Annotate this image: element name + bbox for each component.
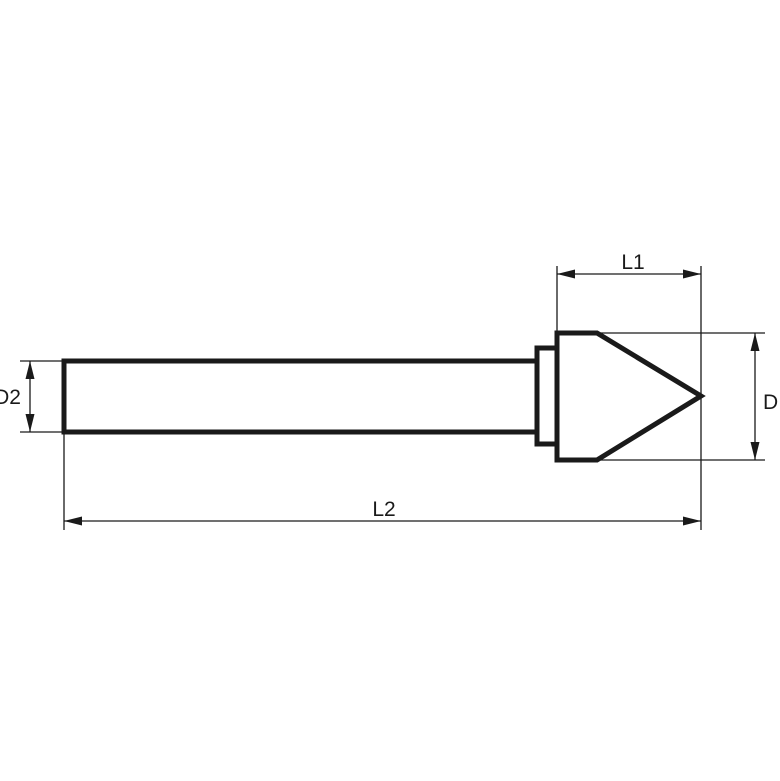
shank xyxy=(61,358,541,435)
arrowhead xyxy=(25,414,35,432)
collar xyxy=(534,345,560,447)
dimension-label-l1: L1 xyxy=(621,251,644,274)
tool-body xyxy=(61,330,706,463)
arrowhead xyxy=(683,516,701,526)
arrowhead xyxy=(750,442,760,460)
dimension-d2: D2 xyxy=(0,360,64,433)
arrowhead xyxy=(683,269,701,279)
dimension-label-d: D xyxy=(763,391,778,414)
countersink-head xyxy=(554,330,706,463)
dimension-d: D xyxy=(597,332,778,461)
arrowhead xyxy=(557,269,575,279)
dimension-l1: L1 xyxy=(556,251,702,395)
arrowhead xyxy=(25,361,35,379)
arrowhead xyxy=(64,516,82,526)
dimension-label-d2: D2 xyxy=(0,386,21,409)
arrowhead xyxy=(750,333,760,351)
dimension-l2: L2 xyxy=(63,432,702,530)
dimension-label-l2: L2 xyxy=(372,498,395,521)
